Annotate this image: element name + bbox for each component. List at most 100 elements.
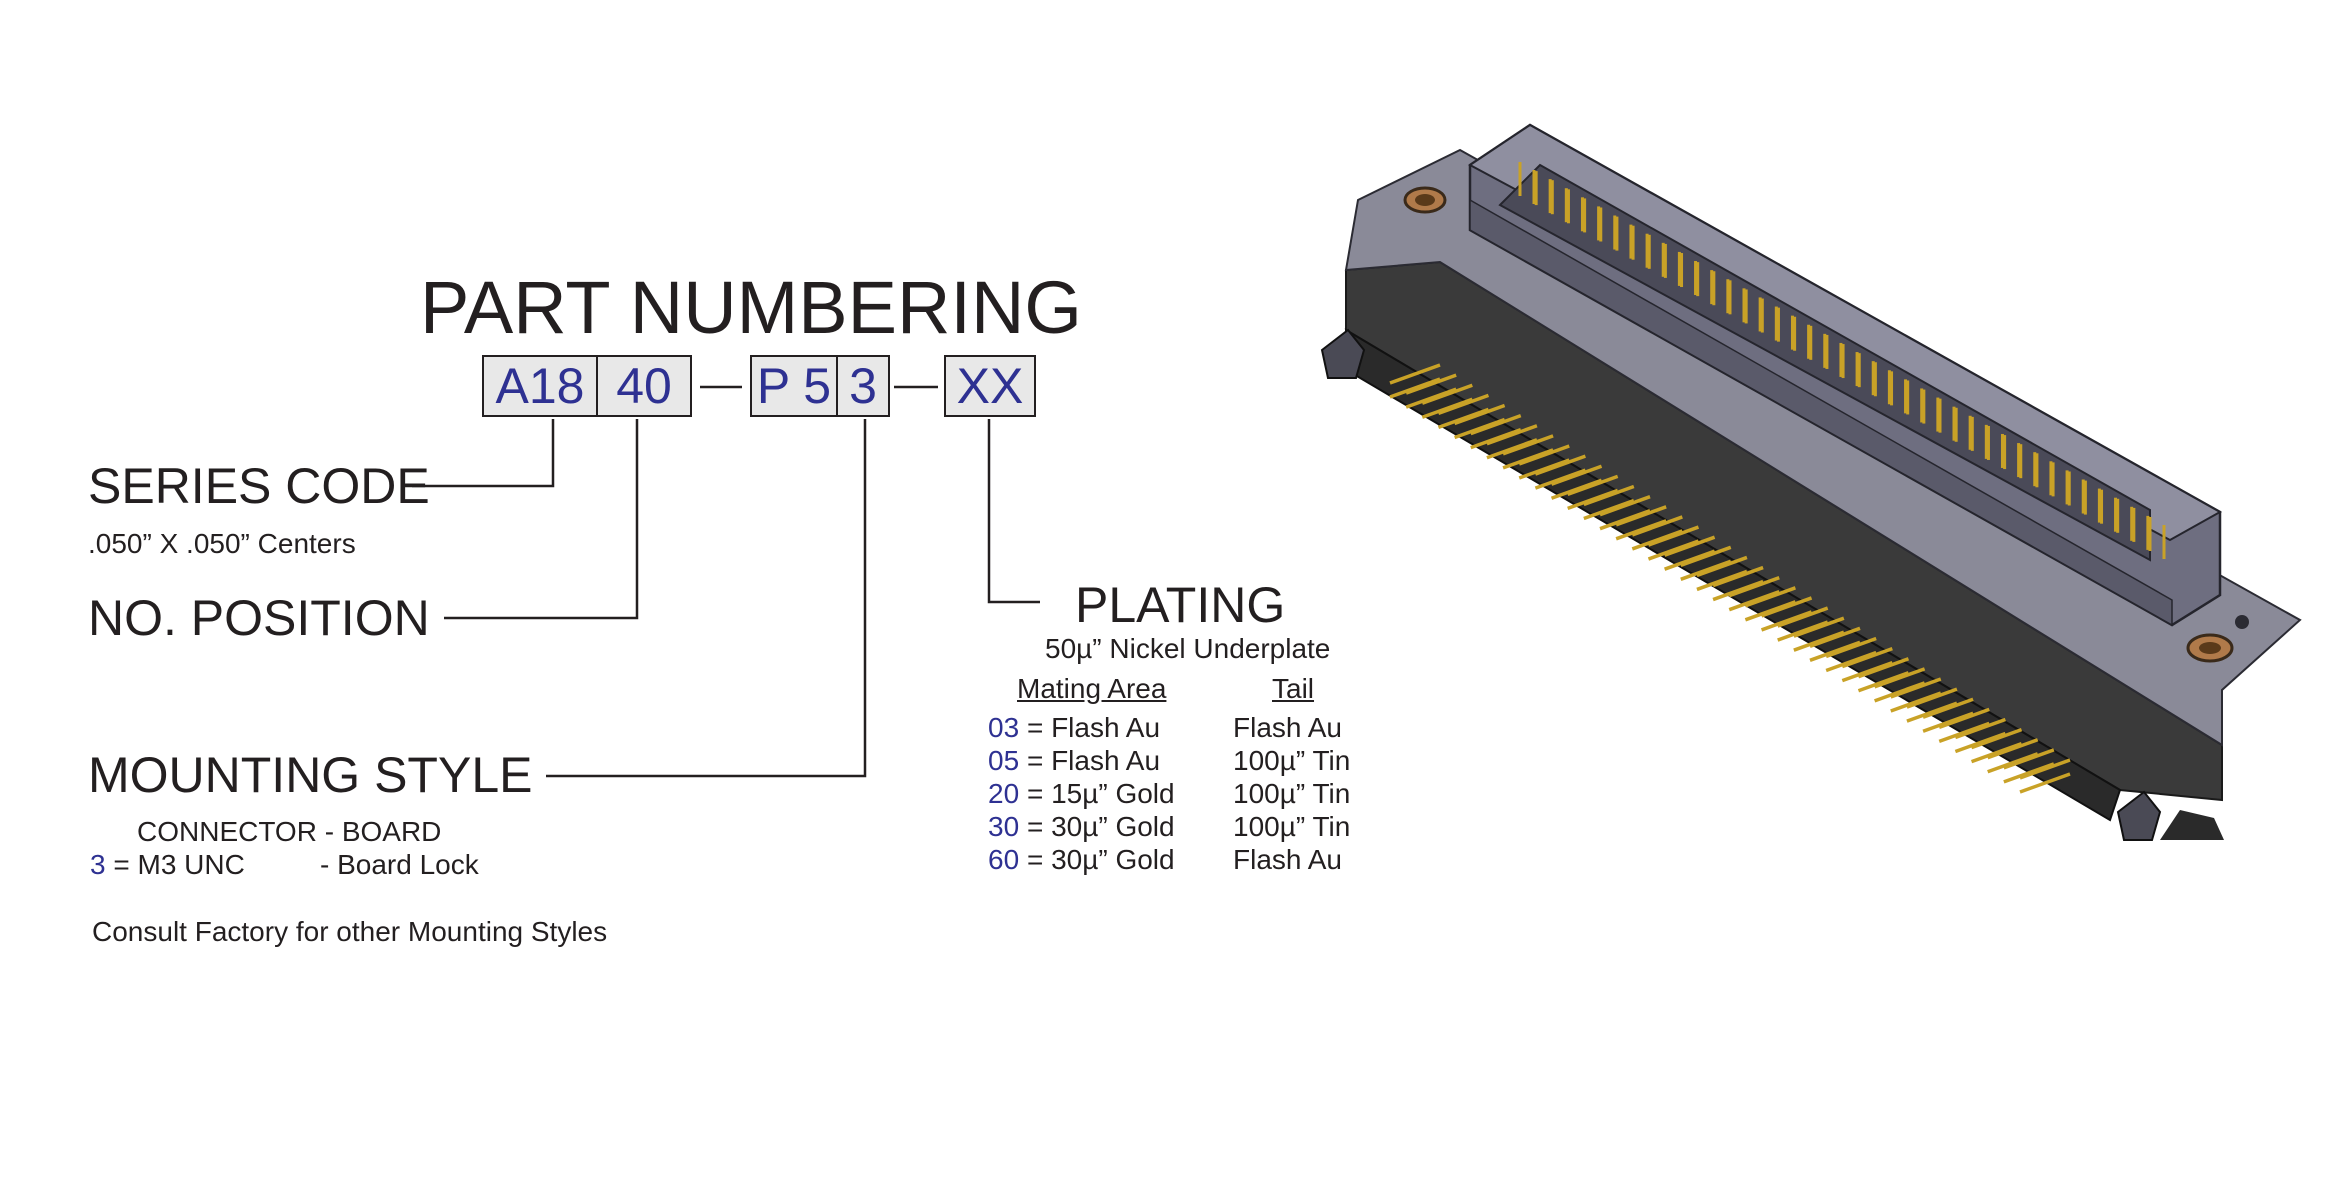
tail-pin	[1890, 691, 1942, 713]
tail-pin	[1421, 397, 1473, 419]
tail-pin	[1744, 600, 1796, 622]
pn-position-code: 40	[616, 358, 672, 414]
tail-pin	[1825, 636, 1877, 659]
series-code-heading: SERIES CODE	[88, 458, 430, 514]
mounting-option-board: - Board Lock	[320, 849, 479, 880]
pn-series-box: A18	[482, 355, 598, 417]
tail-pin	[1567, 474, 1619, 497]
board-lock-tab	[2160, 810, 2224, 840]
tail-pin	[1728, 576, 1780, 598]
tail-pin	[1857, 671, 1910, 693]
tail-pin	[1599, 495, 1651, 517]
tail-pin	[1922, 711, 1974, 733]
plating-mating: = Flash Au	[1026, 745, 1161, 776]
tail-pin	[1874, 667, 1926, 689]
mounting-style-heading: MOUNTING STYLE	[88, 747, 533, 803]
tail-pin	[1502, 448, 1554, 470]
tail-pin	[1712, 579, 1764, 602]
pn-style-box: P 5	[750, 355, 838, 417]
no-position-heading: NO. POSITION	[88, 590, 430, 646]
tail-pin	[1486, 438, 1538, 460]
plating-tail: Flash Au	[1233, 712, 1342, 743]
tail-pin	[1647, 539, 1700, 561]
plating-mating: = 30µ” Gold	[1026, 811, 1175, 842]
tail-pin	[1470, 427, 1522, 450]
tail-pin	[1615, 505, 1667, 527]
series-code-description: .050” X .050” Centers	[88, 528, 356, 559]
small-hole	[2235, 615, 2249, 629]
plating-row: 05 = Flash Au	[988, 744, 1160, 777]
plating-row: 60 = 30µ” Gold	[988, 843, 1175, 876]
plating-mating: = 30µ” Gold	[1026, 844, 1175, 875]
plating-code: 30	[988, 811, 1020, 842]
pn-mounting-box: 3	[836, 355, 890, 417]
plating-heading: PLATING	[1075, 577, 1286, 633]
tail-pin	[1583, 484, 1635, 507]
tail-pin	[1647, 525, 1700, 547]
tail-pin	[1664, 549, 1716, 571]
tail-pin	[1938, 707, 1990, 730]
plating-tail: 100µ” Tin	[1233, 778, 1351, 809]
tail-pin	[1890, 677, 1942, 699]
tail-pin	[1599, 509, 1651, 531]
tail-pin	[1389, 363, 1441, 385]
tail-pin	[1841, 646, 1893, 669]
tail-pin	[1631, 529, 1683, 551]
plating-code: 05	[988, 745, 1020, 776]
tail-pin	[1518, 444, 1570, 466]
mounting-option-code: 3	[90, 849, 106, 880]
tail-pin	[1486, 424, 1538, 446]
pn-plating-box: XX	[944, 355, 1036, 417]
pins-inner-group	[1518, 162, 2166, 559]
mounting-hole-right-inner	[2199, 642, 2221, 654]
tail-pin	[1696, 569, 1748, 592]
tail-pin	[1777, 620, 1829, 642]
tail-pin	[1825, 650, 1877, 673]
tail-pin	[1502, 434, 1554, 456]
mounting-hole-left-inner	[1415, 194, 1435, 206]
tail-pin	[1922, 697, 1974, 719]
pn-mounting-code: 3	[849, 358, 877, 414]
tail-pin	[1405, 373, 1457, 395]
plating-tail: Flash Au	[1233, 844, 1342, 875]
tail-pin	[1712, 565, 1764, 588]
tail-pin	[2003, 748, 2055, 770]
tail-pin	[1906, 701, 1958, 723]
tail-pin	[1680, 559, 1732, 581]
tail-pin	[1841, 660, 1893, 683]
tail-pin	[1550, 478, 1603, 500]
tail-pin	[2019, 772, 2071, 794]
plating-col-mating: Mating Area	[1017, 673, 1167, 704]
plating-mating: = 15µ” Gold	[1026, 778, 1175, 809]
plating-row: 20 = 15µ” Gold	[988, 777, 1175, 810]
tail-pin	[1809, 626, 1861, 648]
mounting-option-row: 3 = M3 UNC	[90, 848, 245, 882]
tail-pin	[1906, 687, 1958, 709]
plating-code: 60	[988, 844, 1020, 875]
tail-pin	[1793, 616, 1845, 638]
pn-style-code: P 5	[756, 358, 832, 414]
tail-pin	[1567, 488, 1619, 511]
tail-pin	[1534, 454, 1586, 476]
tail-pin	[1389, 377, 1441, 399]
plating-code: 20	[988, 778, 1020, 809]
tail-pin	[1454, 417, 1506, 440]
tail-pin	[1760, 610, 1813, 632]
tail-pin	[1760, 596, 1813, 618]
mounting-option-connector: = M3 UNC	[113, 849, 245, 880]
tail-pin	[1615, 519, 1667, 541]
tail-pin	[1437, 393, 1490, 416]
series-leader	[412, 419, 555, 488]
plating-code: 03	[988, 712, 1020, 743]
tail-pin	[1970, 741, 2023, 764]
tail-pin	[1744, 586, 1796, 608]
tail-pin	[1954, 731, 2006, 754]
tail-pin	[1970, 727, 2023, 750]
tail-pin	[1777, 606, 1829, 628]
mounting-column-header: CONNECTOR - BOARD	[137, 816, 442, 847]
plating-tail: 100µ” Tin	[1233, 811, 1351, 842]
tail-pin	[1405, 387, 1457, 409]
pn-series-code: A18	[495, 358, 585, 414]
